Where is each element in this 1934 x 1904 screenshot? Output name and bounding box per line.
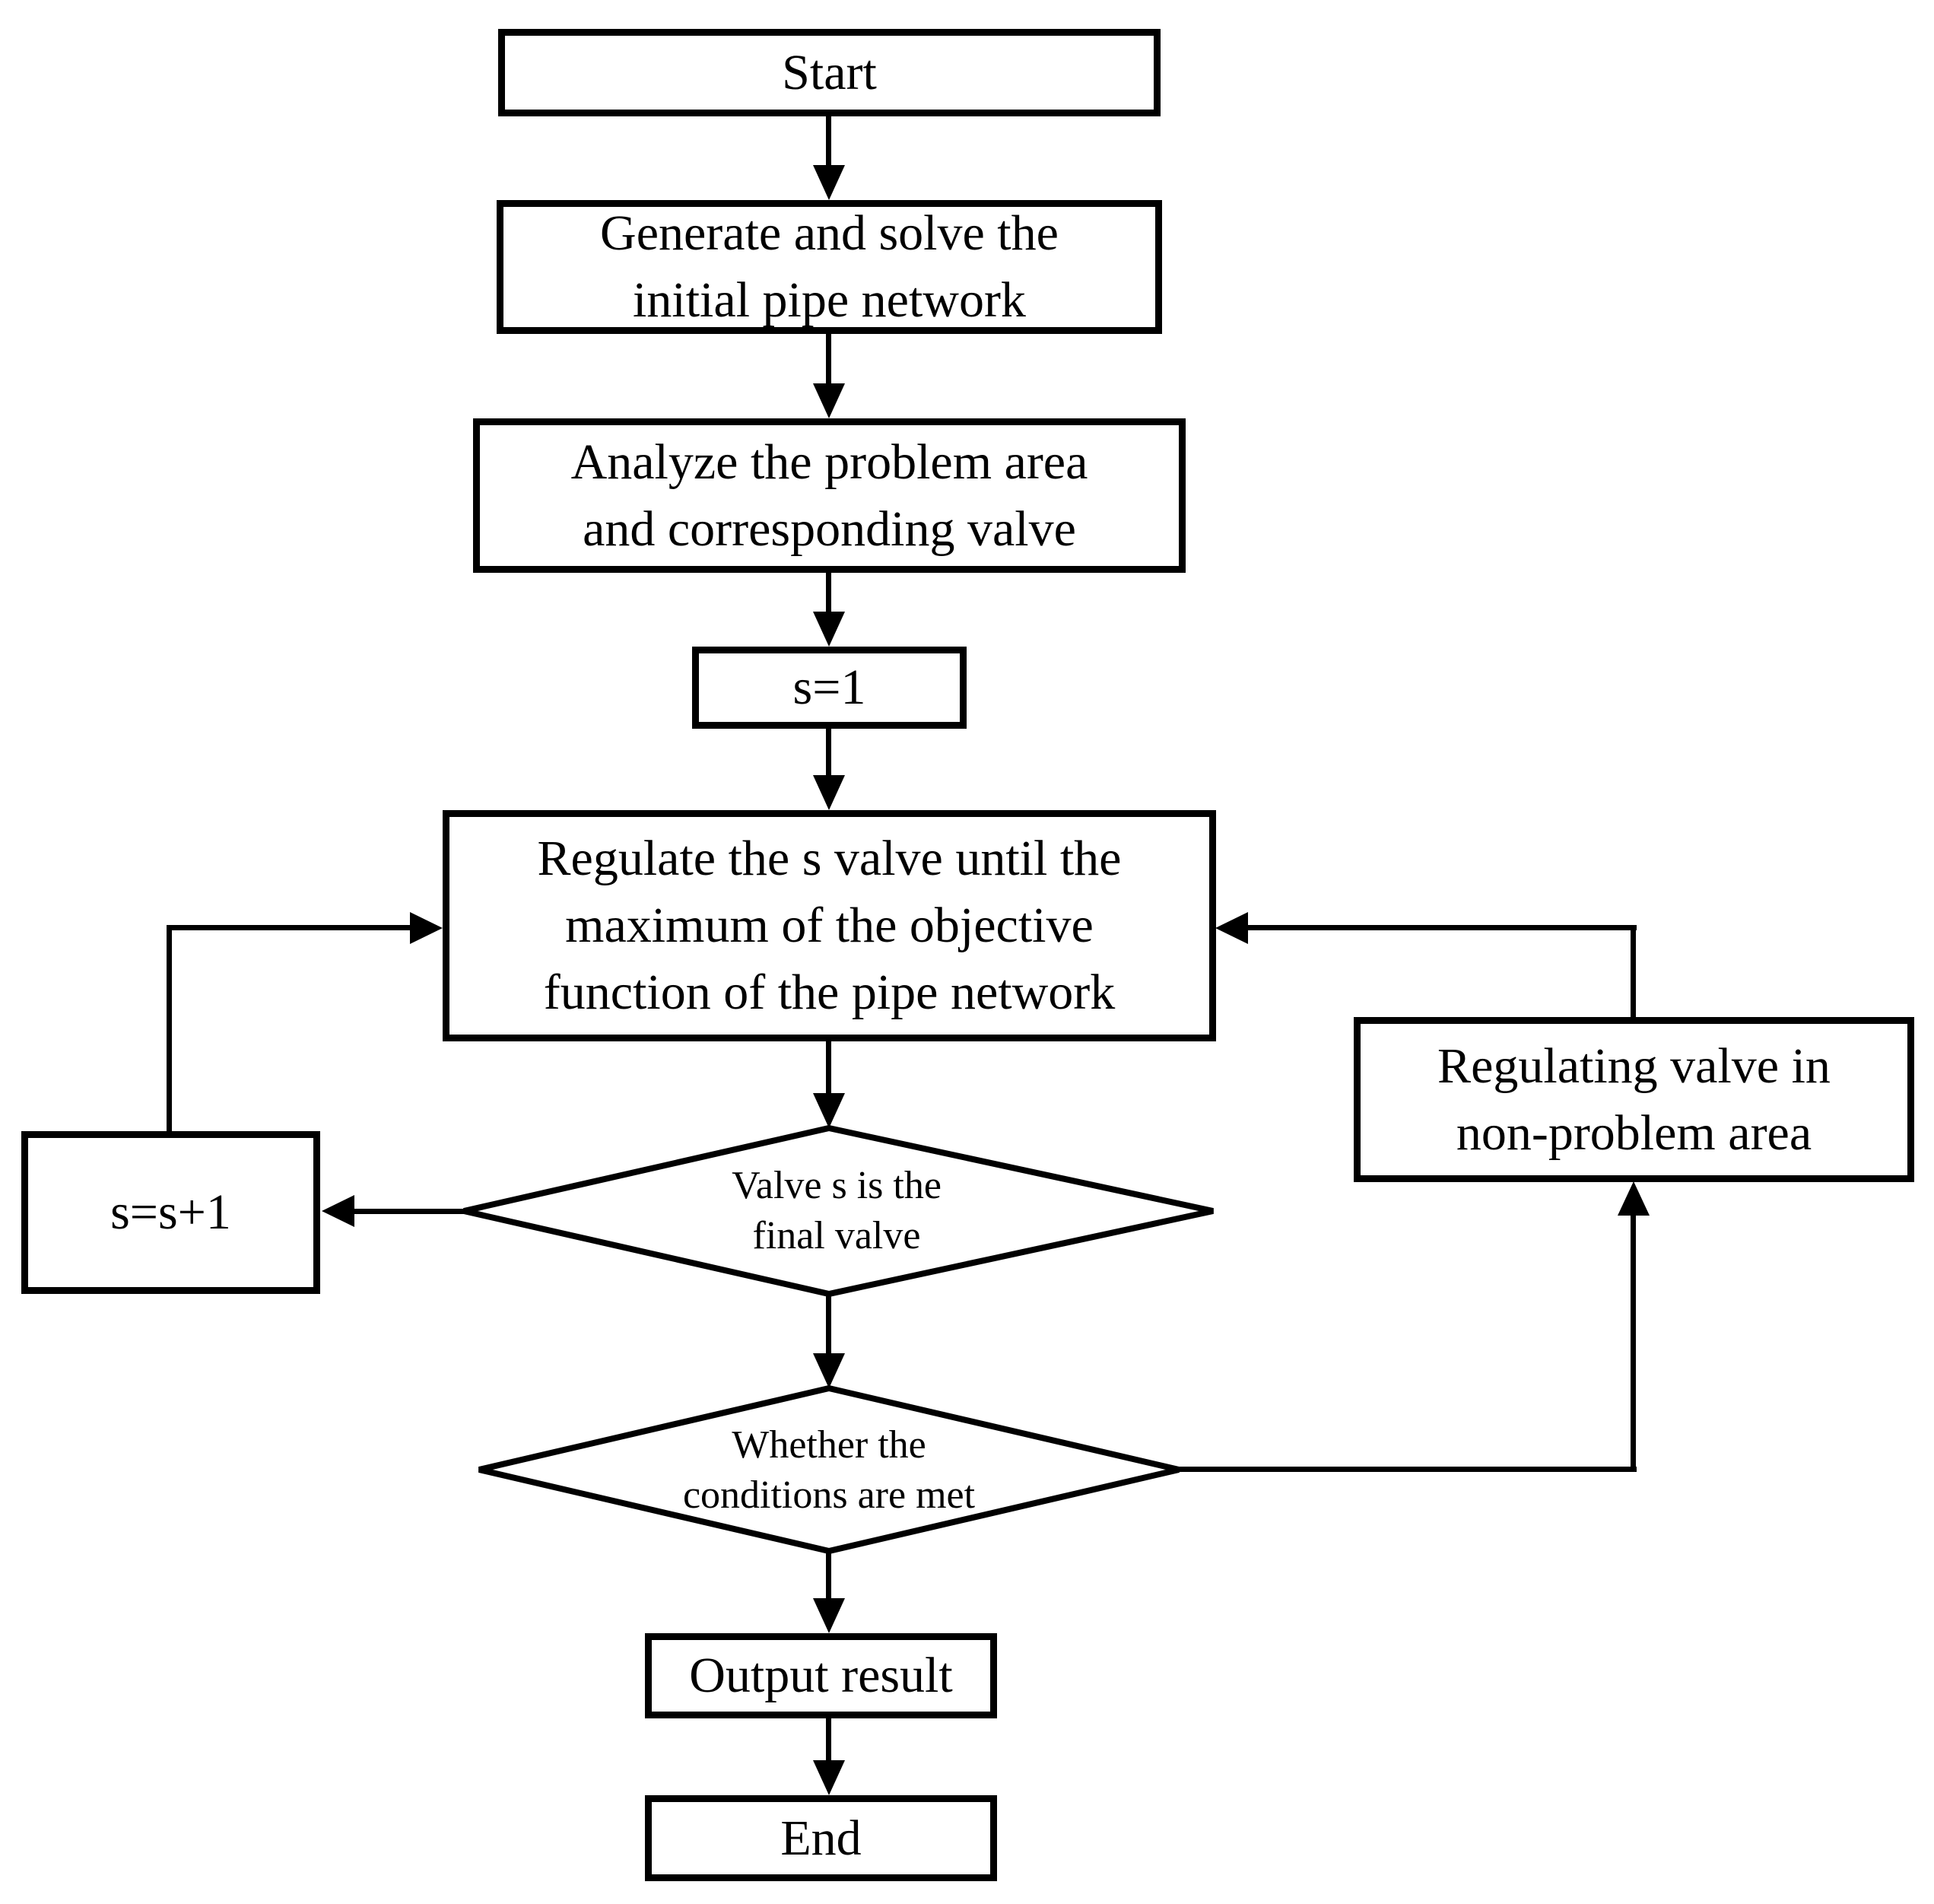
- node-generate-initial-network: Generate and solve the initial pipe netw…: [497, 200, 1162, 334]
- node-end: End: [645, 1795, 997, 1881]
- node-end-label: End: [780, 1810, 862, 1866]
- edge-regulate-to-final-valve-arrowhead: [813, 1093, 845, 1128]
- node-output-result: Output result: [645, 1633, 997, 1718]
- edge-final-valve-to-s-plus-line: [354, 1209, 464, 1214]
- edge-conditions-to-output-line: [826, 1550, 831, 1598]
- edge-final-valve-to-conditions-line: [826, 1293, 831, 1353]
- edge-generate-to-analyze-line: [826, 333, 831, 383]
- edge-final-valve-to-conditions-arrowhead: [813, 1353, 845, 1388]
- node-non-problem-label-line2: non-problem area: [1456, 1105, 1812, 1161]
- edge-output-to-end-line: [826, 1718, 831, 1760]
- edge-regulate-to-final-valve-line: [826, 1041, 831, 1093]
- edge-generate-to-analyze-arrowhead: [813, 383, 845, 418]
- node-s-equals-s-plus-1: s=s+1: [21, 1131, 320, 1294]
- edge-conditions-to-non-problem-vertical-line: [1631, 1216, 1636, 1472]
- edge-s-plus-to-regulate-arrowhead: [410, 912, 443, 944]
- edge-non-problem-to-regulate-horizontal-line: [1248, 925, 1637, 930]
- edge-conditions-to-output-arrowhead: [813, 1598, 845, 1633]
- decision-final-valve-label: Valve s is the final valve: [570, 1143, 1103, 1279]
- node-regulate-label-line1: Regulate the s valve until the: [537, 831, 1122, 886]
- node-s-equals-1-label: s=1: [792, 660, 866, 715]
- node-analyze-label-line1: Analyze the problem area: [570, 434, 1088, 490]
- node-output-result-label: Output result: [689, 1648, 953, 1703]
- edge-s-plus-to-regulate-horizontal-line: [167, 925, 410, 930]
- decision-conditions-label-line1: Whether the: [732, 1422, 926, 1467]
- decision-conditions-label-line2: conditions are met: [682, 1473, 976, 1517]
- decision-final-valve-label-line2: final valve: [752, 1214, 921, 1257]
- decision-conditions-label: Whether the conditions are met: [563, 1403, 1095, 1537]
- node-s-equals-1: s=1: [692, 647, 967, 729]
- node-regulate-s-valve: Regulate the s valve until the maximum o…: [443, 810, 1216, 1041]
- node-start: Start: [498, 29, 1161, 116]
- edge-s1-to-regulate-line: [826, 728, 831, 775]
- decision-final-valve-label-line1: Valve s is the: [732, 1164, 942, 1207]
- edge-analyze-to-s1-line: [826, 572, 831, 612]
- node-generate-label-line1: Generate and solve the: [600, 205, 1059, 261]
- node-s-equals-s-plus-1-label: s=s+1: [110, 1184, 231, 1240]
- edge-start-to-generate-arrowhead: [813, 165, 845, 200]
- edge-non-problem-to-regulate-vertical-line: [1631, 928, 1636, 1017]
- node-analyze-label-line2: and corresponding valve: [583, 501, 1076, 557]
- edge-s-plus-to-regulate-vertical-line: [167, 928, 172, 1131]
- node-generate-label-line2: initial pipe network: [633, 272, 1026, 328]
- edge-non-problem-to-regulate-arrowhead: [1215, 912, 1248, 944]
- edge-output-to-end-arrowhead: [813, 1760, 845, 1795]
- node-start-label: Start: [782, 44, 877, 100]
- node-regulate-label-line2: maximum of the objective: [565, 898, 1094, 953]
- edge-s1-to-regulate-arrowhead: [813, 775, 845, 810]
- edge-analyze-to-s1-arrowhead: [813, 612, 845, 647]
- node-analyze-problem-area: Analyze the problem area and correspondi…: [473, 418, 1186, 573]
- node-regulate-label-line3: function of the pipe network: [543, 965, 1116, 1020]
- node-regulating-valve-non-problem-area: Regulating valve in non-problem area: [1354, 1017, 1914, 1182]
- edge-final-valve-to-s-plus-arrowhead: [322, 1195, 354, 1227]
- node-non-problem-label-line1: Regulating valve in: [1437, 1038, 1831, 1094]
- edge-start-to-generate-line: [826, 116, 831, 165]
- edge-conditions-to-non-problem-arrowhead: [1618, 1181, 1650, 1216]
- edge-conditions-to-non-problem-horizontal-line: [1177, 1467, 1637, 1472]
